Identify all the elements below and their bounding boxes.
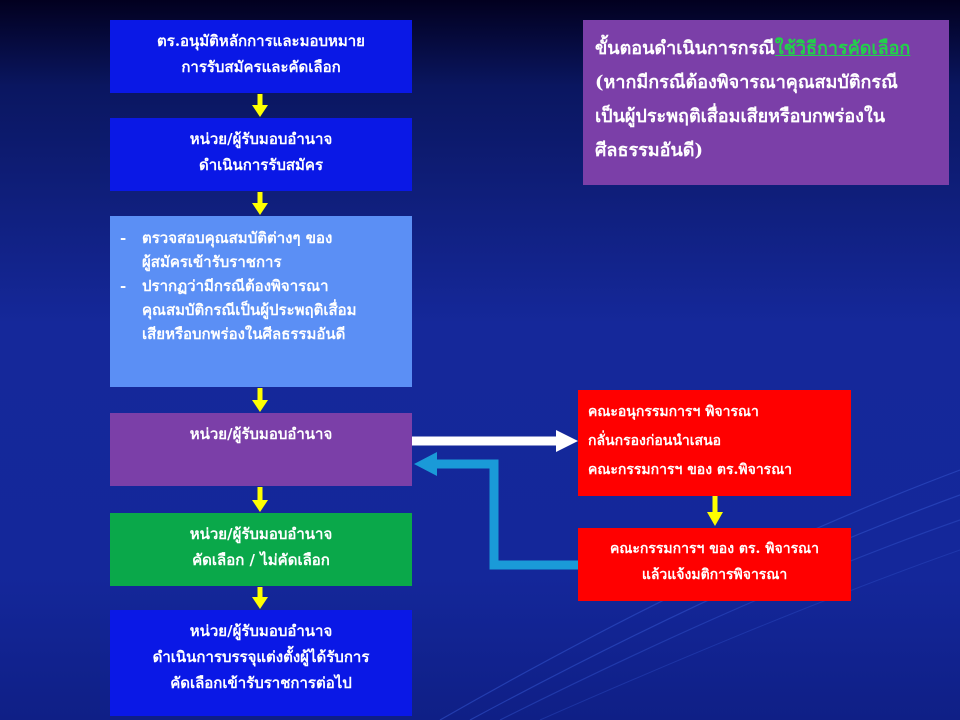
step-authority-box: หน่วย/ผู้รับมอบอำนาจ bbox=[110, 413, 412, 486]
check-bullet-1-line-2: ผู้สมัครเข้ารับราชการ bbox=[142, 253, 282, 271]
check-bullet-2-line-1: ปรากฏว่ามีกรณีต้องพิจารณา bbox=[142, 277, 329, 295]
note-line-3: เป็นผู้ประพฤติเสื่อมเสียหรือบกพร่องใน bbox=[595, 106, 886, 127]
down-arrow-1 bbox=[252, 94, 268, 117]
bullet-dash: - bbox=[120, 277, 127, 295]
step-apply-line-1: หน่วย/ผู้รับมอบอำนาจ bbox=[189, 130, 333, 148]
down-arrow-3 bbox=[252, 388, 268, 412]
step-approve-line-1: ตร.อนุมัติหลักการและมอบหมาย bbox=[157, 32, 365, 50]
note-prefix: ขั้นตอนดำเนินการกรณี bbox=[595, 38, 775, 59]
subcommittee-box: คณะอนุกรรมการฯ พิจารณา กลั่นกรองก่อนนำเส… bbox=[578, 390, 851, 496]
committee-line-2: แล้วแจ้งมติการพิจารณา bbox=[641, 567, 788, 583]
check-bullet-2-line-3: เสียหรือบกพร่องในศีลธรรมอันดี bbox=[142, 325, 346, 343]
down-arrow-committee bbox=[707, 496, 723, 526]
down-arrow-2 bbox=[252, 192, 268, 215]
note-box: ขั้นตอนดำเนินการกรณีใช้วิธีการคัดเลือก (… bbox=[583, 20, 949, 185]
forward-arrow bbox=[412, 430, 578, 452]
check-bullet-2: - ปรากฏว่ามีกรณีต้องพิจารณา bbox=[120, 274, 412, 298]
step-appoint-line-1: หน่วย/ผู้รับมอบอำนาจ bbox=[189, 622, 333, 640]
note-line-2: (หากมีกรณีต้องพิจารณาคุณสมบัติกรณี bbox=[595, 72, 898, 93]
note-line-4: ศีลธรรมอันดี) bbox=[595, 140, 703, 161]
bullet-dash: - bbox=[120, 229, 127, 247]
check-bullet-2-line-2: คุณสมบัติกรณีเป็นผู้ประพฤติเสื่อม bbox=[142, 301, 357, 319]
check-bullet-1-line-1: ตรวจสอบคุณสมบัติต่างๆ ของ bbox=[142, 229, 333, 247]
subcommittee-line-2: กลั่นกรองก่อนนำเสนอ bbox=[588, 433, 722, 449]
check-bullet-1: - ตรวจสอบคุณสมบัติต่างๆ ของ bbox=[120, 226, 412, 250]
step-approve-line-2: การรับสมัครและคัดเลือก bbox=[181, 58, 341, 76]
down-arrow-4 bbox=[252, 487, 268, 512]
step-apply-line-2: ดำเนินการรับสมัคร bbox=[198, 156, 324, 174]
step-apply-box: หน่วย/ผู้รับมอบอำนาจ ดำเนินการรับสมัคร bbox=[110, 118, 412, 191]
step-select-line-2: คัดเลือก / ไม่คัดเลือก bbox=[192, 551, 330, 569]
step-select-line-1: หน่วย/ผู้รับมอบอำนาจ bbox=[189, 525, 333, 543]
step-authority-line-1: หน่วย/ผู้รับมอบอำนาจ bbox=[189, 425, 333, 443]
subcommittee-line-1: คณะอนุกรรมการฯ พิจารณา bbox=[588, 404, 759, 420]
down-arrow-5 bbox=[252, 587, 268, 609]
step-approve-box: ตร.อนุมัติหลักการและมอบหมาย การรับสมัครแ… bbox=[110, 20, 412, 93]
step-appoint-line-2: ดำเนินการบรรจุแต่งตั้งผู้ได้รับการ bbox=[152, 648, 370, 666]
committee-box: คณะกรรมการฯ ของ ตร. พิจารณา แล้วแจ้งมติก… bbox=[578, 528, 851, 601]
note-link[interactable]: ใช้วิธีการคัดเลือก bbox=[774, 38, 911, 59]
return-arrow bbox=[414, 452, 578, 570]
step-check-box: - ตรวจสอบคุณสมบัติต่างๆ ของ ผู้สมัครเข้า… bbox=[110, 216, 412, 387]
step-appoint-line-3: คัดเลือกเข้ารับราชการต่อไป bbox=[170, 674, 352, 692]
step-appoint-box: หน่วย/ผู้รับมอบอำนาจ ดำเนินการบรรจุแต่งต… bbox=[110, 610, 412, 716]
committee-line-1: คณะกรรมการฯ ของ ตร. พิจารณา bbox=[610, 541, 819, 557]
step-select-box: หน่วย/ผู้รับมอบอำนาจ คัดเลือก / ไม่คัดเล… bbox=[110, 513, 412, 586]
subcommittee-line-3: คณะกรรมการฯ ของ ตร.พิจารณา bbox=[588, 462, 793, 478]
